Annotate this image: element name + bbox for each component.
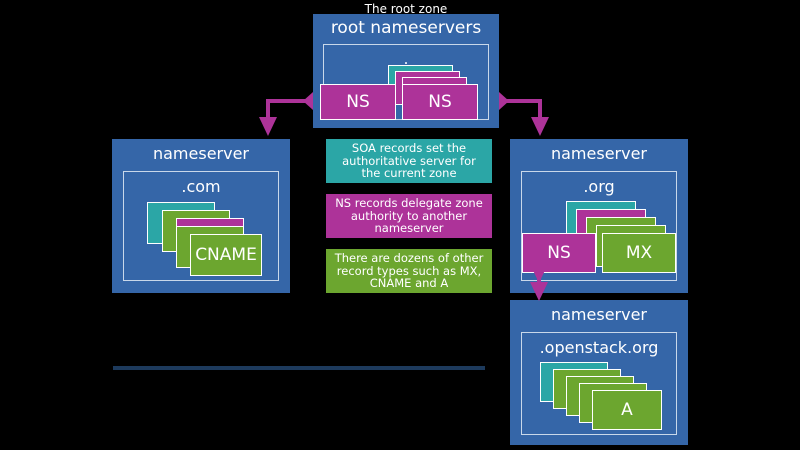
com-record-cname: CNAME [190, 234, 262, 276]
openstack-zone-title: nameserver [550, 305, 648, 324]
com-zone-label: .com [181, 177, 221, 196]
arrow-root-to-com [259, 92, 313, 136]
org-zone-title: nameserver [550, 144, 648, 163]
openstack-zone-label: .openstack.org [539, 338, 659, 357]
root-record-ns-right: NS [402, 84, 478, 120]
org-zone-panel: nameserver .org NS MX [510, 139, 688, 293]
com-zone-title: nameserver [152, 144, 250, 163]
legend-item-other: There are dozens of other record types s… [326, 249, 492, 293]
org-record-mx: MX [602, 233, 676, 273]
root-zone-label: . [403, 50, 409, 68]
openstack-record-a-label: A [621, 399, 633, 420]
openstack-zone-panel: nameserver .openstack.org A [510, 300, 688, 445]
root-zone-panel: root nameservers . NS NS [313, 14, 499, 128]
legend-item-soa: SOA records set the authoritative server… [326, 139, 492, 183]
root-zone-title: The root zone [364, 2, 448, 16]
legend-other-text: There are dozens of other record types s… [334, 250, 484, 291]
org-zone-inner-box [521, 171, 677, 281]
org-record-ns: NS [522, 233, 596, 273]
legend-soa-text: SOA records set the authoritative server… [342, 140, 476, 181]
com-zone-panel: nameserver .com CNAME [112, 139, 290, 293]
org-record-ns-label: NS [547, 242, 571, 263]
root-record-ns-left-label: NS [346, 91, 370, 112]
org-record-mx-label: MX [625, 242, 653, 263]
com-record-cname-label: CNAME [195, 244, 257, 265]
legend-item-ns: NS records delegate zone authority to an… [326, 194, 492, 238]
legend-ns-text: NS records delegate zone authority to an… [335, 195, 483, 236]
arrow-root-to-org [499, 92, 549, 136]
openstack-record-a: A [592, 390, 662, 430]
root-zone-header: root nameservers [330, 18, 482, 38]
root-record-ns-right-label: NS [428, 91, 452, 112]
footer-divider [113, 366, 485, 370]
root-record-ns-left: NS [320, 84, 396, 120]
openstack-zone-inner-box [521, 332, 677, 435]
com-zone-inner-box [123, 171, 279, 281]
org-zone-label: .org [583, 177, 615, 196]
